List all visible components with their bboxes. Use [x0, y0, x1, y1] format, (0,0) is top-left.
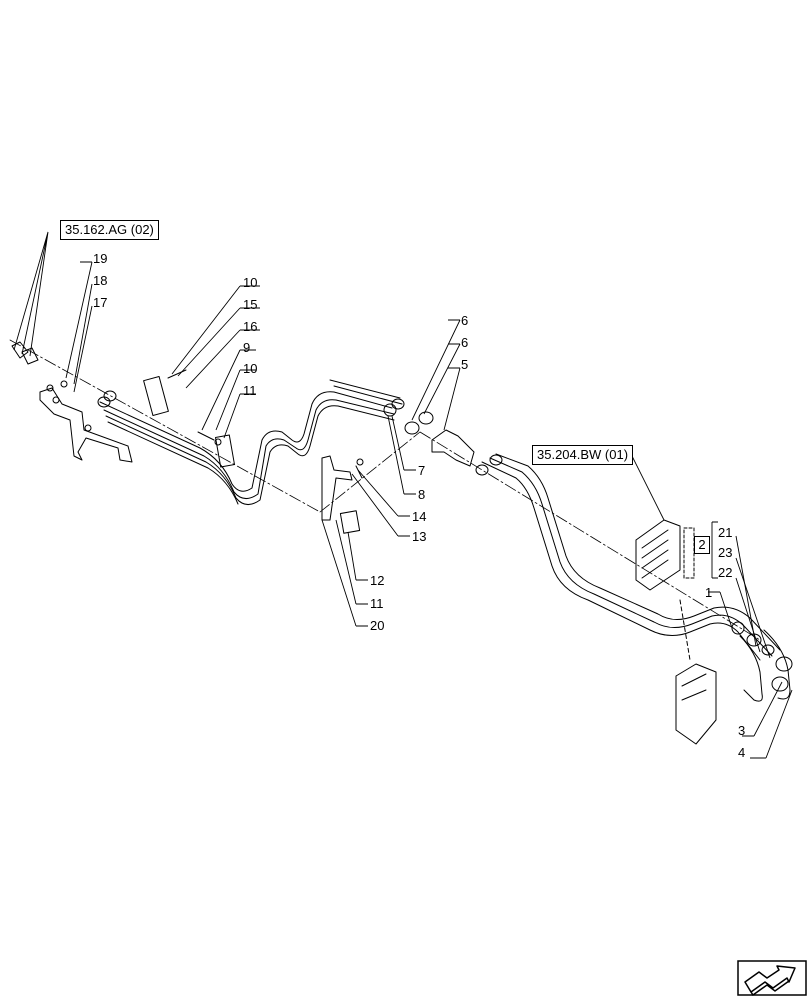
label-19: 19 — [93, 251, 108, 266]
label-3: 3 — [738, 723, 746, 738]
bolt — [46, 384, 54, 392]
label-7: 7 — [418, 463, 426, 478]
left-bracket — [39, 387, 133, 463]
tube-h — [489, 457, 773, 657]
fitting — [418, 411, 434, 425]
center-line — [9, 339, 761, 641]
label-17: 17 — [93, 295, 108, 310]
label-14: 14 — [412, 509, 427, 524]
bolt — [356, 458, 364, 466]
label-20: 20 — [370, 618, 385, 633]
label-15: 15 — [243, 297, 258, 312]
tube-b — [103, 399, 395, 499]
fitting — [761, 644, 775, 656]
label-6: 6 — [461, 313, 469, 328]
tube-a — [99, 391, 393, 492]
bolt — [167, 369, 187, 379]
clamp-block — [215, 434, 235, 468]
label-22: 22 — [718, 565, 733, 580]
fitting — [489, 454, 503, 466]
bracket-hole — [52, 396, 60, 404]
bracket-20 — [321, 455, 353, 521]
dashed-link — [679, 599, 691, 661]
bolt — [60, 380, 68, 388]
next-page-arrow-icon[interactable] — [737, 960, 807, 997]
fitting — [771, 676, 789, 692]
valve-detail — [641, 529, 669, 579]
label-10: 10 — [243, 361, 258, 376]
fitting — [21, 347, 39, 365]
label-4: 4 — [738, 745, 746, 760]
tube-g — [481, 461, 761, 661]
bolt — [355, 465, 363, 479]
bracket-5 — [431, 429, 475, 467]
tube-e — [329, 379, 401, 399]
label-11: 11 — [370, 596, 384, 611]
bracket-hole — [84, 424, 92, 432]
clamp-block — [143, 376, 169, 416]
tube-d — [107, 421, 239, 505]
ref-box-35-162-ag[interactable]: 35.162.AG (02) — [60, 220, 159, 240]
label-5: 5 — [461, 357, 469, 372]
label-1: 1 — [705, 585, 713, 600]
fitting — [404, 421, 420, 435]
bolt — [197, 431, 215, 441]
label-8: 8 — [418, 487, 426, 502]
ref-box-35-204-bw[interactable]: 35.204.BW (01) — [532, 445, 634, 465]
label-6: 6 — [461, 335, 469, 350]
washer — [214, 438, 222, 446]
clamp-block — [339, 510, 361, 534]
tube-c — [105, 405, 395, 505]
label-13: 13 — [412, 529, 427, 544]
label-16: 16 — [243, 319, 258, 334]
label-9: 9 — [243, 340, 251, 355]
fitting — [391, 398, 405, 410]
valve-detail — [681, 673, 707, 701]
tube-i — [495, 453, 781, 651]
valve-block — [675, 663, 717, 745]
label-23: 23 — [718, 545, 733, 560]
tube-f — [333, 385, 403, 405]
valve-block — [635, 519, 681, 591]
fitting — [383, 403, 397, 417]
valve-plate — [683, 527, 695, 579]
label-18: 18 — [93, 273, 108, 288]
fitting — [475, 464, 489, 476]
label-21: 21 — [718, 525, 733, 540]
fitting — [103, 390, 117, 402]
kit-box: 2 — [694, 536, 710, 554]
fitting — [11, 341, 29, 359]
tube-j — [739, 635, 763, 702]
label-12: 12 — [370, 573, 385, 588]
label-10: 10 — [243, 275, 258, 290]
fitting — [775, 656, 793, 672]
label-11: 11 — [243, 383, 257, 398]
tube-k — [763, 629, 791, 700]
